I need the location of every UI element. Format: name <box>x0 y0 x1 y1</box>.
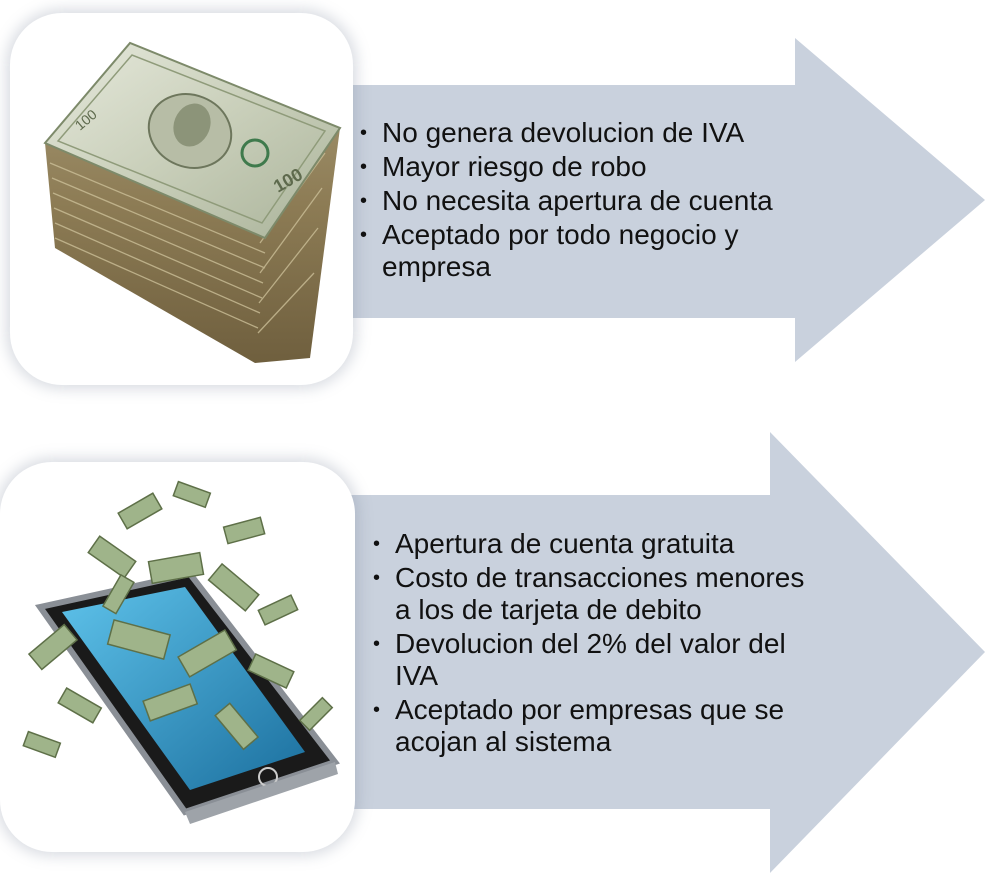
bullet-item: Apertura de cuenta gratuita <box>373 528 813 560</box>
bullet-item: Devolucion del 2% del valor del IVA <box>373 628 813 692</box>
bullet-item: No necesita apertura de cuenta <box>360 185 820 217</box>
panel-mobile: Apertura de cuenta gratuita Costo de tra… <box>0 432 989 875</box>
bullet-item: Aceptado por empresas que se acojan al s… <box>373 694 813 758</box>
panel-cash: 100 100 No genera devolucion de IVA Mayo… <box>0 0 989 400</box>
bullet-item: No genera devolucion de IVA <box>360 117 820 149</box>
bullet-item: Aceptado por todo negocio y empresa <box>360 219 820 283</box>
cash-bullet-list: No genera devolucion de IVA Mayor riesgo… <box>360 117 820 285</box>
cash-stack-image: 100 100 <box>10 13 353 385</box>
cash-stack-icon: 100 100 <box>43 41 342 363</box>
bullet-item: Mayor riesgo de robo <box>360 151 820 183</box>
bullet-item: Costo de transacciones menores a los de … <box>373 562 813 626</box>
mobile-money-image <box>0 462 355 852</box>
mobile-bullet-list: Apertura de cuenta gratuita Costo de tra… <box>373 528 813 760</box>
smartphone-with-bills-icon <box>22 480 340 824</box>
